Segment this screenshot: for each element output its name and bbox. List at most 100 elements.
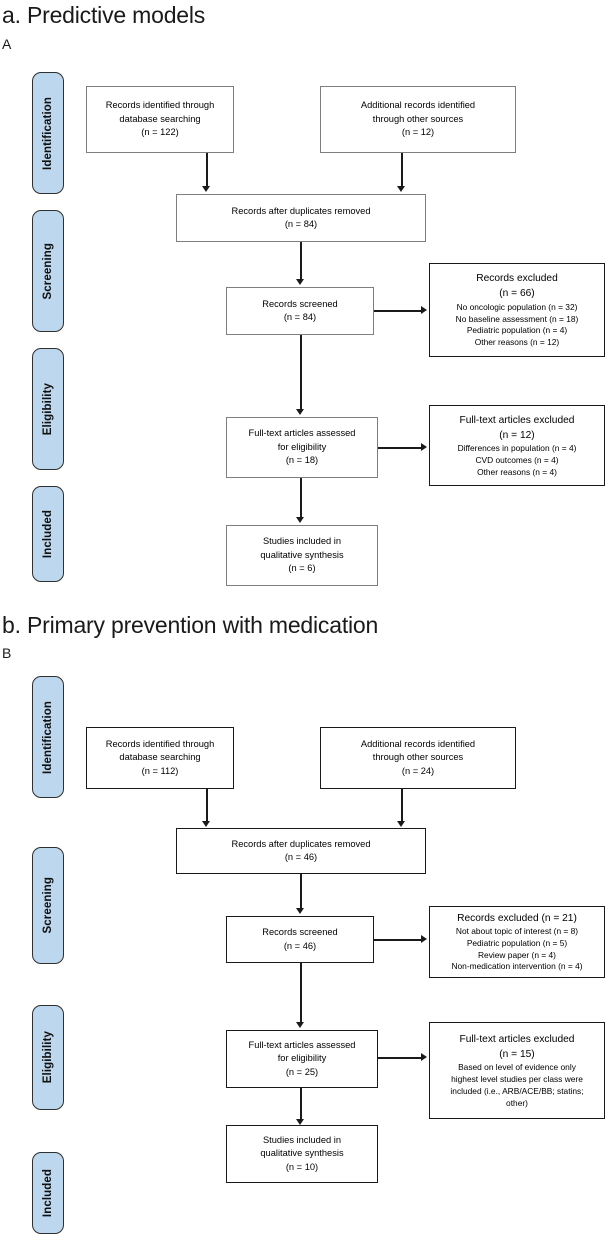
box-line-2: database searching — [119, 752, 201, 763]
box-records-excluded-b: Records excluded (n = 21) Not about topi… — [429, 906, 605, 978]
box-text: Full-text articles excluded (n = 15) Bas… — [450, 1032, 583, 1110]
box-line-2: qualitative synthesis — [260, 1148, 344, 1159]
stage-pill-screening-a: Screening — [32, 210, 64, 332]
box-text: Studies included in qualitative synthesi… — [260, 535, 343, 575]
box-text: Records excluded (n = 21) Not about topi… — [451, 911, 582, 973]
box-line-1: Records screened — [262, 298, 338, 309]
arrow-duplicates-to-screened-a — [296, 279, 304, 285]
excluded-reason: included (i.e., ARB/ACE/BB; statins; — [450, 1085, 584, 1096]
excluded-reason: No baseline assessment (n = 18) — [455, 313, 579, 324]
box-line-1: Full-text articles assessed — [248, 1039, 356, 1050]
stage-pill-eligibility-a: Eligibility — [32, 348, 64, 470]
box-studies-included-a: Studies included in qualitative synthesi… — [226, 525, 378, 586]
box-line-1: Records screened — [262, 927, 338, 938]
excluded-reason: highest level studies per class were — [451, 1074, 583, 1085]
box-records-identified-database-a: Records identified through database sear… — [86, 86, 234, 153]
box-line-3: (n = 6) — [288, 563, 316, 574]
box-line-3: (n = 25) — [285, 1066, 319, 1077]
box-line-1: Records after duplicates removed — [231, 838, 371, 849]
arrow-screened-to-fulltext-b — [296, 1022, 304, 1028]
box-line-3: (n = 122) — [141, 127, 179, 138]
box-records-screened-b: Records screened (n = 46) — [226, 916, 374, 963]
box-line-1: Additional records identified — [360, 100, 476, 111]
arrow-fulltext-to-excluded-a — [421, 443, 427, 451]
arrow-fulltext-to-included-a — [296, 517, 304, 523]
panel-a-heading: a. Predictive models — [2, 2, 206, 28]
excluded-reason: Review paper (n = 4) — [478, 949, 556, 960]
stage-pill-identification-a: Identification — [32, 72, 64, 194]
excluded-reason: Not about topic of interest (n = 8) — [455, 926, 579, 937]
box-line-2: database searching — [119, 113, 201, 124]
box-records-screened-a: Records screened (n = 84) — [226, 287, 374, 335]
box-line-2: through other sources — [372, 113, 464, 124]
box-line-2: for eligibility — [277, 1053, 327, 1064]
box-line-1: Records after duplicates removed — [231, 205, 371, 216]
excluded-title: Full-text articles excluded — [459, 414, 575, 426]
panel-a-letter: A — [2, 36, 12, 52]
excluded-reason: Other reasons (n = 4) — [477, 466, 557, 477]
arrow-screened-to-fulltext-a — [296, 409, 304, 415]
box-line-2: qualitative synthesis — [260, 549, 344, 560]
connector-db-to-duplicates-a — [206, 153, 208, 187]
excluded-reason: Based on level of evidence only — [458, 1062, 576, 1073]
arrow-fulltext-to-included-b — [296, 1119, 304, 1125]
arrow-db-to-duplicates-a — [202, 186, 210, 192]
panel-b-letter: B — [2, 645, 12, 661]
box-text: Studies included in qualitative synthesi… — [260, 1134, 343, 1174]
box-line-2: through other sources — [372, 752, 464, 763]
connector-fulltext-to-included-b — [300, 1088, 302, 1120]
box-line-1: Records identified through — [105, 738, 215, 749]
box-line-2: (n = 84) — [284, 219, 318, 229]
arrow-other-to-duplicates-a — [397, 186, 405, 192]
box-studies-included-b: Studies included in qualitative synthesi… — [226, 1125, 378, 1183]
connector-fulltext-to-included-a — [300, 478, 302, 518]
box-additional-records-b: Additional records identified through ot… — [320, 727, 516, 789]
arrow-other-to-duplicates-b — [397, 821, 405, 827]
box-text: Records screened (n = 46) — [262, 926, 337, 953]
excluded-reason: Pediatric population (n = 5) — [466, 937, 568, 948]
connector-screened-to-excluded-a — [374, 310, 422, 312]
connector-duplicates-to-screened-a — [300, 242, 302, 280]
excluded-reason: other) — [506, 1097, 528, 1108]
stage-label: Identification — [42, 96, 54, 170]
stage-label: Screening — [42, 242, 54, 300]
arrow-db-to-duplicates-b — [202, 821, 210, 827]
box-line-3: (n = 10) — [285, 1161, 319, 1172]
excluded-reason: No oncologic population (n = 32) — [456, 301, 578, 312]
box-records-excluded-a: Records excluded (n = 66) No oncologic p… — [429, 263, 605, 357]
box-fulltext-assessed-a: Full-text articles assessed for eligibil… — [226, 417, 378, 478]
box-additional-records-a: Additional records identified through ot… — [320, 86, 516, 153]
box-line-1: Additional records identified — [360, 738, 476, 749]
excluded-reason: Differences in population (n = 4) — [457, 443, 577, 454]
stage-pill-screening-b: Screening — [32, 847, 64, 964]
box-line-2: (n = 84) — [283, 312, 317, 322]
excluded-title: Records excluded — [476, 273, 558, 285]
stage-label: Included — [42, 509, 54, 559]
arrow-duplicates-to-screened-b — [296, 908, 304, 914]
excluded-count: (n = 12) — [499, 429, 535, 441]
box-records-identified-database-b: Records identified through database sear… — [86, 727, 234, 789]
connector-screened-to-fulltext-b — [300, 963, 302, 1023]
box-text: Records identified through database sear… — [106, 738, 215, 778]
box-line-1: Studies included in — [262, 1134, 342, 1145]
box-line-2: for eligibility — [277, 441, 327, 452]
box-line-1: Studies included in — [262, 536, 342, 547]
box-text: Records after duplicates removed (n = 84… — [231, 205, 370, 232]
stage-label: Eligibility — [42, 1031, 54, 1084]
box-text: Additional records identified through ot… — [361, 738, 475, 778]
stage-label: Screening — [42, 877, 54, 934]
excluded-reason: Other reasons (n = 12) — [474, 337, 560, 348]
box-line-2: (n = 46) — [284, 852, 318, 862]
connector-other-to-duplicates-a — [401, 153, 403, 187]
box-text: Records identified through database sear… — [106, 99, 215, 139]
stage-label: Identification — [42, 700, 54, 774]
excluded-count: (n = 15) — [499, 1048, 535, 1060]
excluded-reason: Pediatric population (n = 4) — [466, 325, 568, 336]
connector-fulltext-to-excluded-a — [378, 447, 422, 449]
box-text: Records screened (n = 84) — [262, 298, 337, 325]
stage-label: Eligibility — [42, 382, 54, 436]
box-line-2: (n = 46) — [283, 940, 317, 951]
box-fulltext-excluded-b: Full-text articles excluded (n = 15) Bas… — [429, 1022, 605, 1119]
box-fulltext-assessed-b: Full-text articles assessed for eligibil… — [226, 1030, 378, 1088]
box-text: Full-text articles assessed for eligibil… — [249, 427, 356, 467]
